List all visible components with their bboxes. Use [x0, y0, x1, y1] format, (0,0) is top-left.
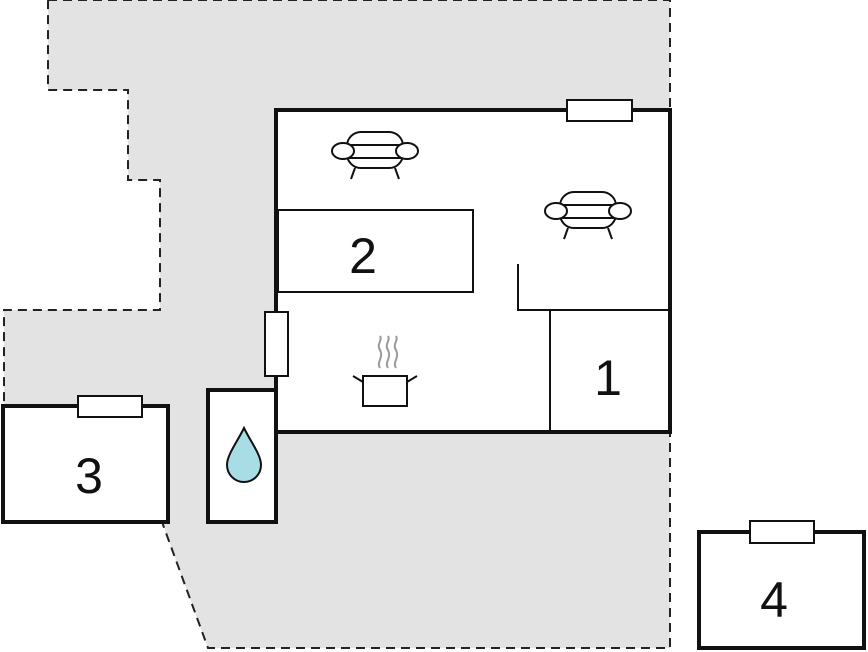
bathroom-annex — [206, 388, 278, 524]
main-house — [264, 99, 672, 434]
room-1-walls — [549, 309, 668, 430]
cooking-pot-icon — [352, 335, 418, 407]
water-drop-icon — [225, 425, 263, 483]
window-icon — [749, 520, 815, 544]
partition-wall — [517, 264, 550, 311]
building-3-outline — [1, 404, 170, 524]
sofa-icon — [544, 191, 632, 240]
sofa-icon — [331, 131, 419, 180]
window-icon — [77, 395, 143, 418]
room-2-outline — [277, 209, 474, 293]
window-icon — [264, 311, 289, 377]
room-number-3: 3 — [75, 448, 103, 504]
room-number-2: 2 — [349, 228, 377, 284]
window-icon — [566, 99, 633, 122]
building-3 — [1, 395, 170, 524]
building-4-outline — [697, 530, 866, 650]
room-number-4: 4 — [760, 572, 788, 628]
room-number-1: 1 — [594, 350, 622, 406]
building-4 — [697, 520, 866, 650]
